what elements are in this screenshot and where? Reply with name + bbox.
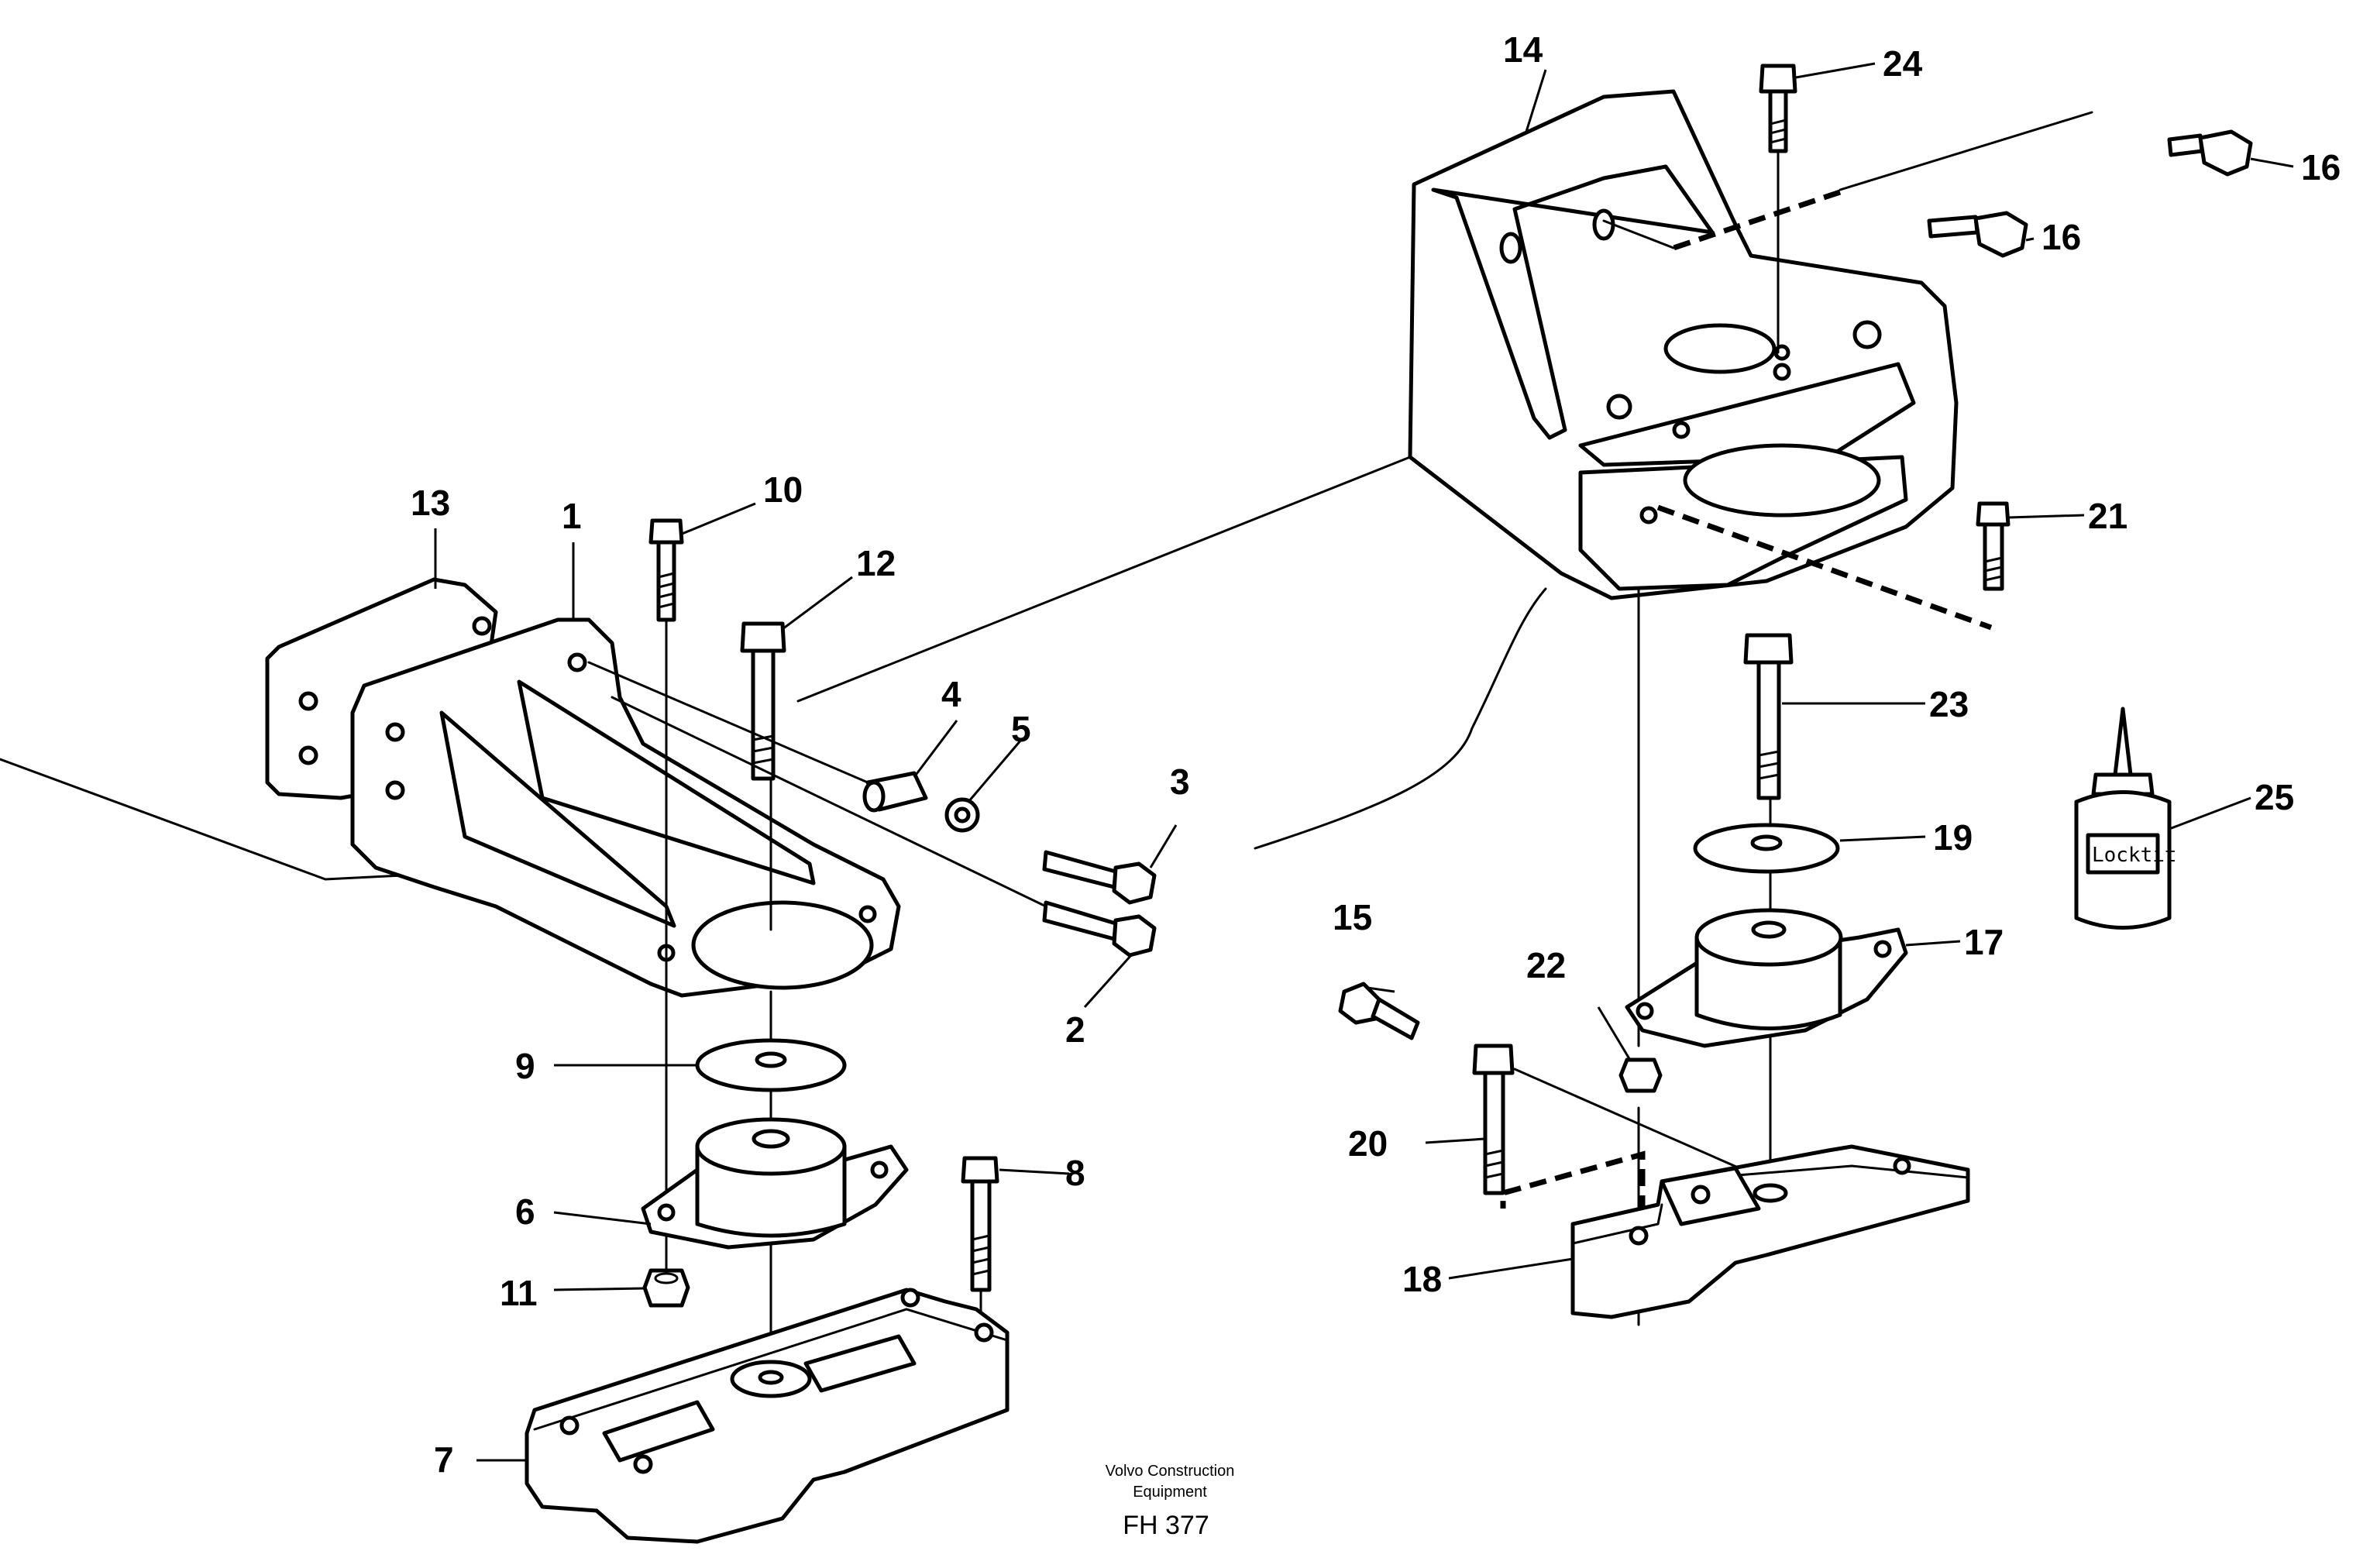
- callout-23: 23: [1929, 684, 1969, 724]
- right-dashed-paths: [1500, 189, 1993, 1212]
- part-16-bolt-upper: [2167, 129, 2253, 177]
- callout-20: 20: [1348, 1123, 1388, 1164]
- part-12-bolt: [740, 621, 786, 781]
- callout-3: 3: [1170, 762, 1190, 802]
- callout-13: 13: [411, 483, 450, 523]
- callout-2: 2: [1065, 1009, 1085, 1050]
- part-7-support-plate: [525, 1288, 1010, 1544]
- callout-6: 6: [515, 1191, 535, 1232]
- callout-leaders: [434, 62, 2294, 1462]
- callout-11: 11: [500, 1273, 538, 1313]
- callout-7: 7: [434, 1439, 454, 1480]
- part-18-mounting-block: [1570, 1144, 1970, 1319]
- caption-company-line2: Equipment: [1133, 1484, 1207, 1501]
- callout-12: 12: [856, 543, 896, 583]
- part-4-sleeve: [862, 771, 928, 813]
- part-9-washer: [695, 1038, 847, 1092]
- part-6-rubber-mount: [641, 1117, 909, 1250]
- callout-numbers: 1 2 3 4 5 6 7 8 9 10 11 12 13 14 15 16 1…: [411, 29, 2341, 1480]
- callout-15: 15: [1333, 897, 1372, 937]
- part-11-nut: [642, 1268, 690, 1308]
- frame-outline-lines: [0, 456, 1547, 881]
- part-2-bolt: [1042, 900, 1157, 958]
- part-22-nut: [1618, 1057, 1663, 1093]
- callout-8: 8: [1065, 1153, 1085, 1193]
- part-21-bolt: [1976, 501, 2011, 591]
- callout-25: 25: [2255, 777, 2294, 817]
- part-16-bolt-lower: [1927, 211, 2028, 258]
- callout-22: 22: [1526, 945, 1566, 985]
- part-20-bolt: [1472, 1044, 1515, 1195]
- callout-1: 1: [562, 496, 582, 536]
- callout-21: 21: [2088, 496, 2127, 536]
- part-19-washer: [1693, 823, 1840, 874]
- part-5-washer: [944, 797, 980, 833]
- part-25-locktite-bottle: Locktit: [2074, 707, 2177, 930]
- part-17-rubber-mount: [1625, 908, 1908, 1048]
- bottle-label: Locktit: [2092, 844, 2177, 867]
- callout-4: 4: [941, 674, 961, 714]
- callout-16-upper: 16: [2301, 147, 2341, 187]
- part-10-bolt: [648, 518, 684, 622]
- callout-14: 14: [1503, 29, 1543, 70]
- callout-16-lower: 16: [2042, 217, 2081, 257]
- caption-company: Volvo Construction: [1106, 1463, 1235, 1480]
- callout-9: 9: [515, 1046, 535, 1086]
- part-14-cab-bracket: [1408, 89, 1959, 600]
- callout-10: 10: [763, 469, 803, 510]
- callout-24: 24: [1883, 43, 1923, 84]
- part-8-bolt: [961, 1156, 999, 1338]
- diagram-caption: Volvo Construction Equipment FH 377: [1106, 1463, 1235, 1540]
- part-15-bolt: [1338, 982, 1420, 1040]
- part-23-bolt: [1743, 633, 1794, 800]
- part-24-bolt: [1759, 64, 1797, 354]
- part-1-engine-bracket: [350, 617, 901, 998]
- callout-5: 5: [1011, 709, 1031, 749]
- callout-17: 17: [1964, 922, 2004, 962]
- part-3-bolt: [1042, 850, 1157, 905]
- callout-19: 19: [1933, 817, 1973, 858]
- callout-18: 18: [1402, 1259, 1442, 1299]
- caption-figure-code: FH 377: [1123, 1511, 1209, 1540]
